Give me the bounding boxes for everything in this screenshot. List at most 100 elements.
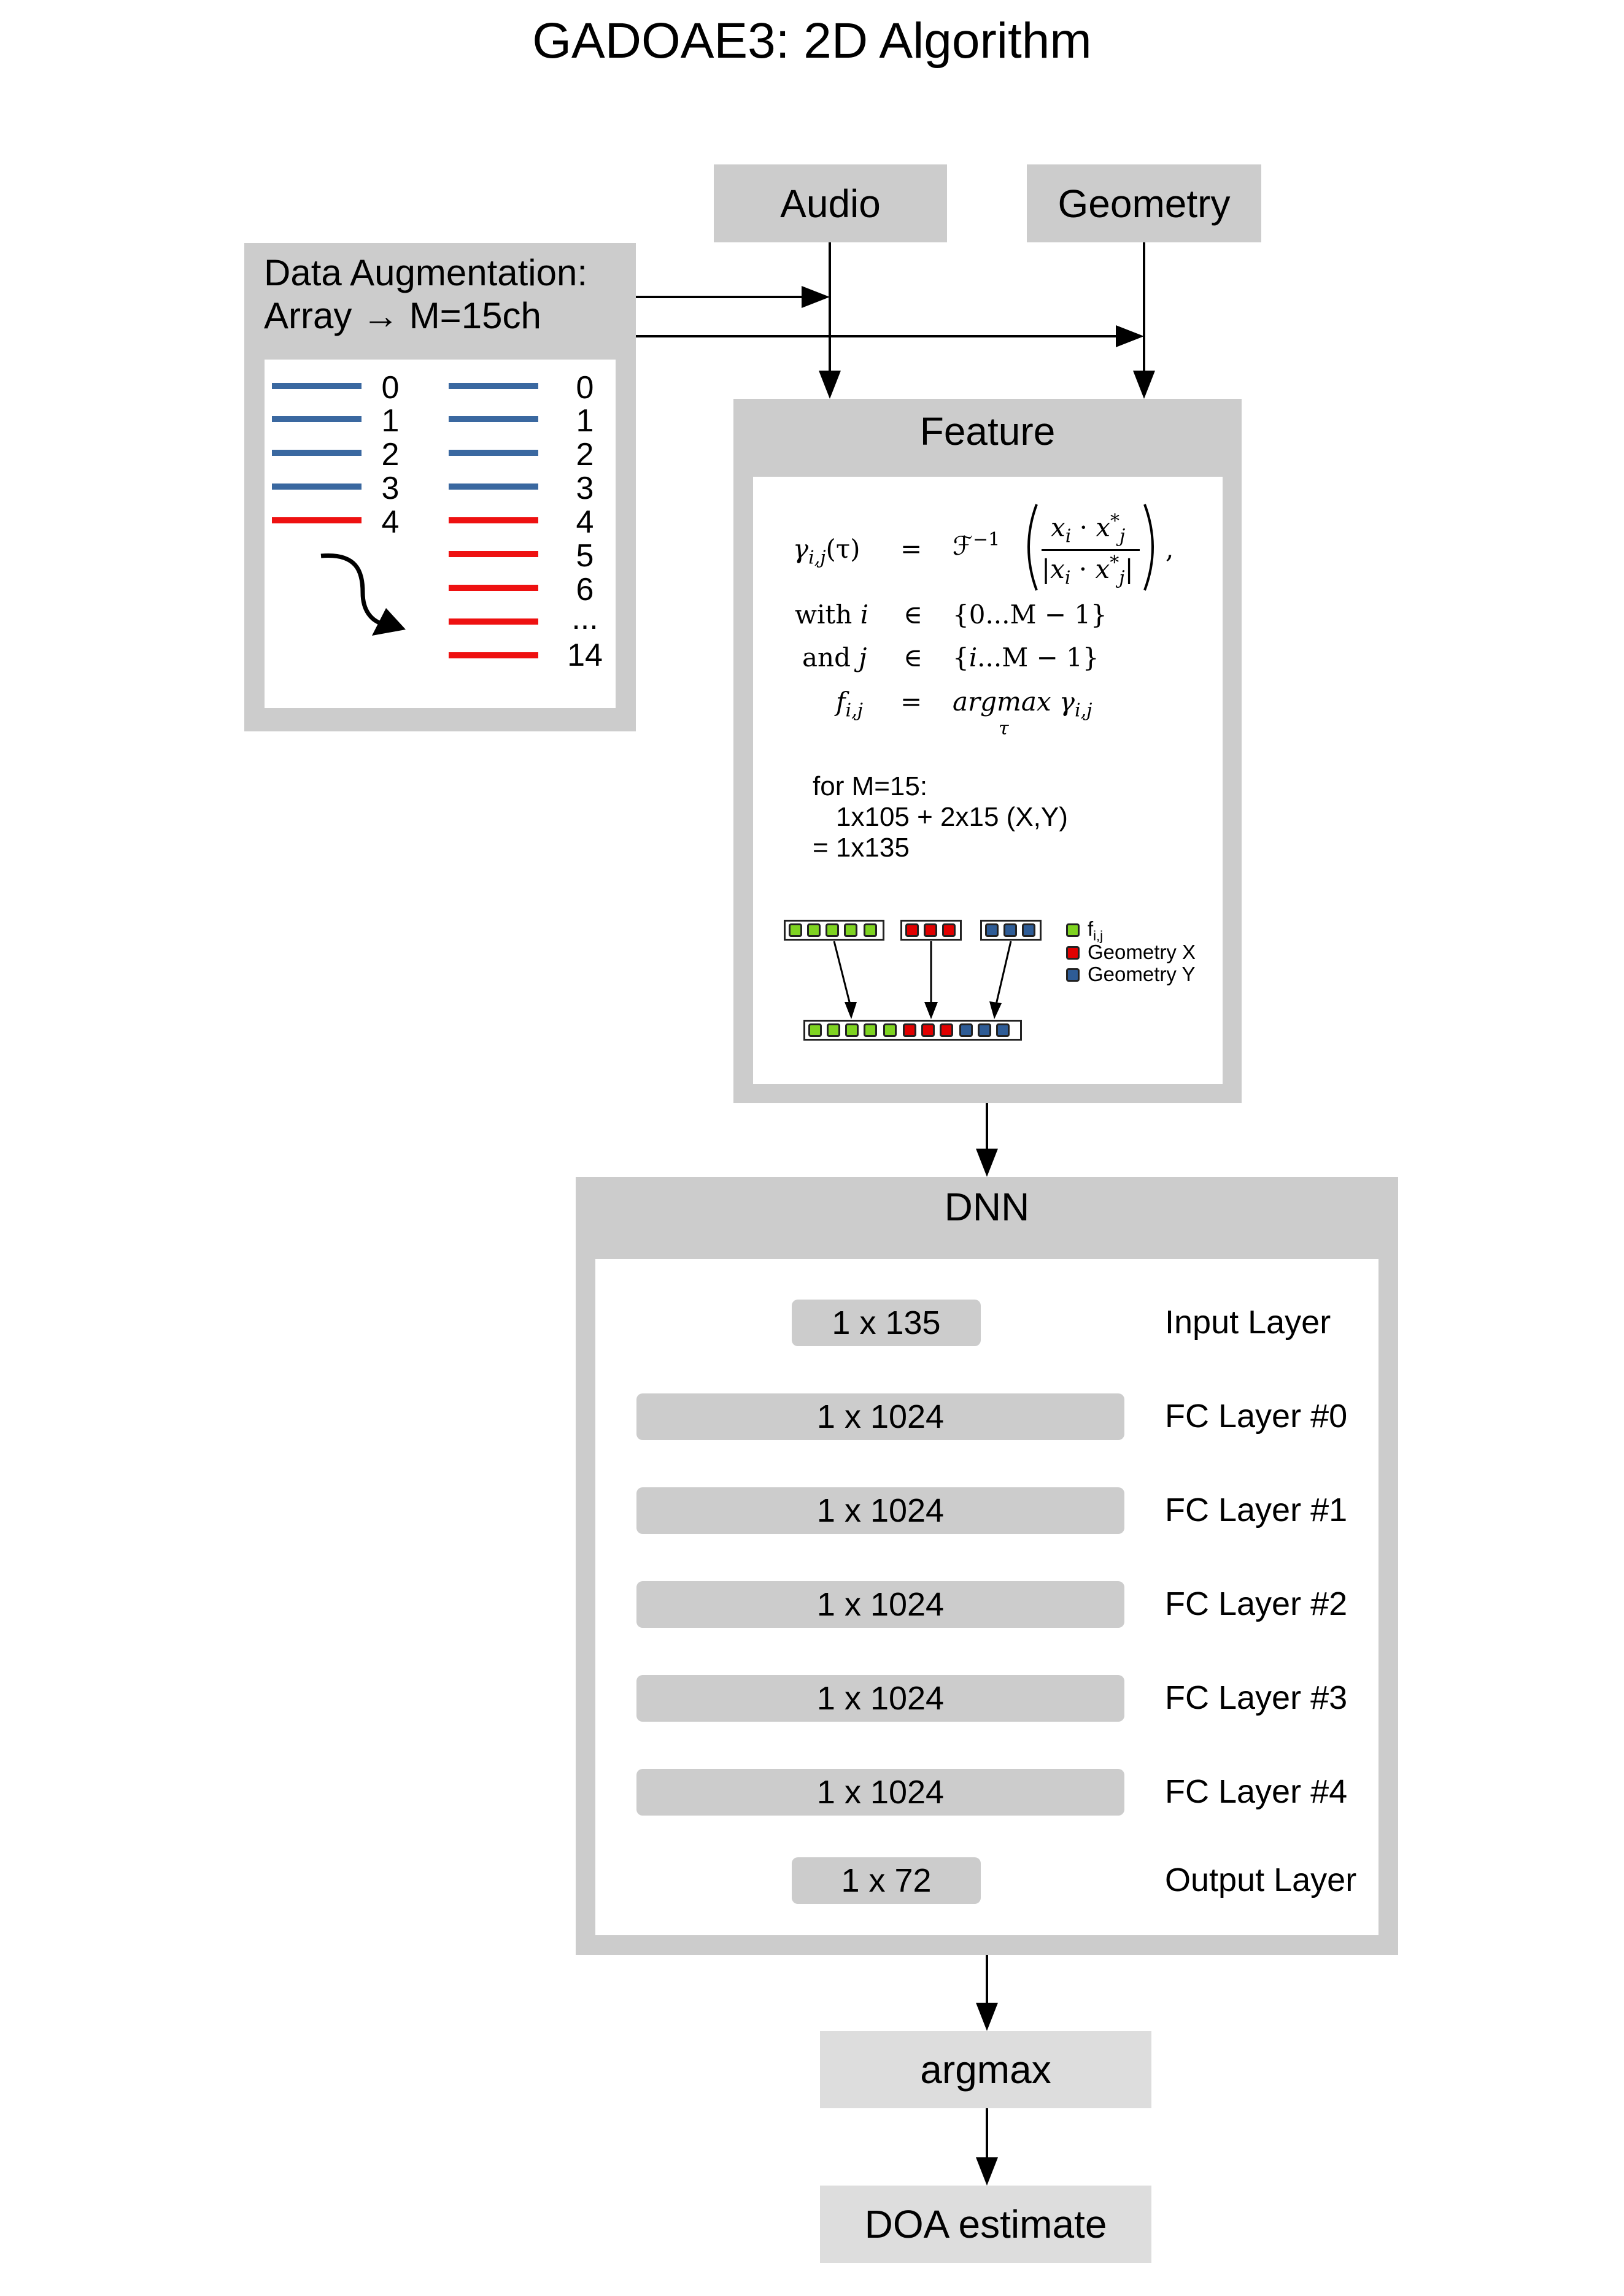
- combined-geometry-y-cell: [959, 1023, 973, 1037]
- doa-estimate-box: DOA estimate: [820, 2186, 1151, 2263]
- feature-box: Feature γi,j(τ) = ℱ−1 xi · x*j |xi · x*j…: [733, 399, 1242, 1103]
- feature-panel: γi,j(τ) = ℱ−1 xi · x*j |xi · x*j| , with…: [753, 477, 1223, 1084]
- arrow-head: [976, 2003, 998, 2031]
- diagram-title: GADOAE3: 2D Algorithm: [532, 13, 1092, 69]
- channel-line-right-14: [449, 652, 538, 658]
- channel-line-right-4: [449, 517, 538, 523]
- channel-line-right-6: [449, 585, 538, 591]
- eq-den-dot: ·: [1070, 554, 1096, 584]
- fij-cell: [844, 923, 857, 937]
- legend-fij-text: f: [1088, 917, 1094, 940]
- dnn-box: DNN 1 x 135 Input Layer 1 x 1024 FC Laye…: [576, 1177, 1398, 1955]
- channel-label-right-6: 6: [576, 572, 594, 607]
- geometry-y-cell: [1022, 923, 1035, 937]
- combined-fij-cell: [845, 1023, 859, 1037]
- eq-argmax-under: τ: [999, 718, 1009, 739]
- channel-label-right-2: 2: [576, 437, 594, 472]
- arrow-head: [1116, 325, 1144, 347]
- eq-equals-1: =: [900, 534, 922, 564]
- dnn-fc3-box: 1 x 1024: [636, 1675, 1124, 1722]
- eq-equals-2: =: [900, 687, 922, 717]
- arrow-head: [1133, 371, 1155, 399]
- channel-label-left-1: 1: [381, 403, 400, 439]
- arrow-head: [976, 1149, 998, 1177]
- fij-cell: [789, 923, 802, 937]
- eq-with-set: {0...M − 1}: [953, 599, 1107, 630]
- eq-and-var: j: [859, 642, 867, 672]
- channel-line-right-0: [449, 383, 538, 389]
- eq-gamma-symbol: γ: [793, 534, 809, 564]
- channel-line-left-2: [272, 450, 362, 456]
- eq-trailing-comma: ,: [1166, 534, 1174, 564]
- channel-line-left-3: [272, 483, 362, 490]
- combined-geometry-x-cell: [921, 1023, 935, 1037]
- eq-with-var: i: [860, 599, 869, 630]
- channel-line-left-0: [272, 383, 362, 389]
- eq-big-paren-right: [1143, 504, 1154, 591]
- arrow-head: [976, 2157, 998, 2186]
- eq-with-row: with i: [795, 599, 868, 630]
- geometry-y-cell: [1003, 923, 1017, 937]
- eq-argmax-gamma-sub: i,j: [1075, 699, 1092, 722]
- combined-fij-cell: [808, 1023, 822, 1037]
- eq-fourier: ℱ−1: [953, 529, 1000, 561]
- dnn-fc2-box: 1 x 1024: [636, 1581, 1124, 1628]
- geometry-y-strip: [980, 920, 1042, 941]
- dnn-input-layer-box: 1 x 135: [792, 1300, 981, 1346]
- combined-geometry-y-cell: [996, 1023, 1010, 1037]
- combined-fij-cell: [864, 1023, 877, 1037]
- feature-concat-arrows: [833, 941, 1012, 1019]
- dnn-panel: 1 x 135 Input Layer 1 x 1024 FC Layer #0…: [595, 1259, 1378, 1935]
- eq-and-set-open: {: [953, 642, 969, 672]
- doa-estimate-label: DOA estimate: [864, 2202, 1107, 2246]
- eq-argmax-word: argmax: [953, 687, 1051, 717]
- dnn-output-layer-box: 1 x 72: [792, 1857, 981, 1904]
- arrow-head: [802, 286, 830, 308]
- eq-and-set-rest: ...M − 1}: [977, 642, 1099, 672]
- eq-f-symbol: f: [836, 687, 846, 717]
- dnn-fc1-box: 1 x 1024: [636, 1487, 1124, 1534]
- dnn-fc1-label: FC Layer #1: [1165, 1492, 1348, 1528]
- eq-num-xi-sub: i: [1065, 525, 1072, 547]
- augmentation-title-line1: Data Augmentation:: [264, 252, 588, 293]
- eq-f-lhs: fi,j: [836, 687, 863, 721]
- channel-line-right-2: [449, 450, 538, 456]
- argmax-box: argmax: [820, 2031, 1151, 2108]
- eq-abs-bar-right: |: [1124, 554, 1134, 584]
- geometry-label: Geometry: [1058, 181, 1231, 226]
- combined-geometry-y-cell: [978, 1023, 991, 1037]
- channel-line-right-7: [449, 618, 538, 625]
- combined-fij-cell: [883, 1023, 897, 1037]
- dnn-fc0-label: FC Layer #0: [1165, 1398, 1348, 1435]
- eq-den-xi-sub: i: [1064, 567, 1071, 589]
- channel-label-right-1: 1: [576, 403, 594, 439]
- eq-gamma-lhs: γi,j(τ): [793, 534, 860, 568]
- eq-fourier-symbol: ℱ: [953, 531, 973, 561]
- eq-gamma-arg: (τ): [826, 534, 860, 564]
- channel-line-right-3: [449, 483, 538, 490]
- eq-in-2: ∈: [903, 642, 923, 672]
- geometry-x-cell: [905, 923, 919, 937]
- feature-note-line1: for M=15:: [813, 771, 928, 801]
- combined-feature-strip: [803, 1020, 1022, 1041]
- channel-line-right-5: [449, 551, 538, 557]
- eq-num-dot: ·: [1071, 512, 1096, 542]
- channel-label-right-0: 0: [576, 370, 594, 406]
- channel-label-right-14: 14: [567, 638, 603, 673]
- eq-gamma-sub: i,j: [808, 547, 826, 569]
- channel-line-left-1: [272, 416, 362, 422]
- geometry-x-cell: [924, 923, 937, 937]
- geometry-y-cell: [985, 923, 999, 937]
- eq-argmax-gamma: γ: [1059, 687, 1075, 717]
- dnn-fc4-label: FC Layer #4: [1165, 1773, 1348, 1810]
- dnn-title: DNN: [944, 1185, 1030, 1229]
- legend-fij-sub: i,j: [1093, 928, 1104, 944]
- dnn-fc2-label: FC Layer #2: [1165, 1585, 1348, 1622]
- augmentation-curved-arrow-icon: [320, 553, 406, 636]
- fij-cell: [807, 923, 821, 937]
- eq-denominator: |xi · x*j|: [1042, 552, 1134, 588]
- eq-den-xj-sup: *: [1110, 552, 1119, 574]
- eq-den-xj-sub: j: [1119, 567, 1125, 589]
- eq-abs-bar-left: |: [1042, 554, 1051, 584]
